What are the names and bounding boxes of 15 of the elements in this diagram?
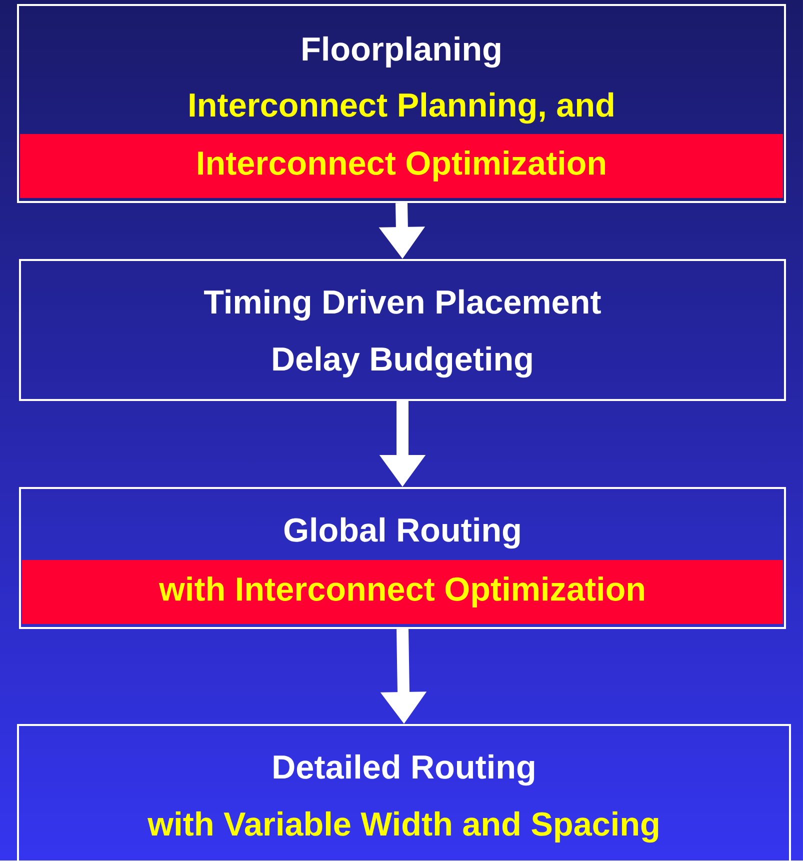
step-text: Floorplaning bbox=[302, 36, 500, 68]
step-text: Delay Budgeting bbox=[273, 346, 532, 378]
highlight-band bbox=[20, 134, 783, 198]
process-box bbox=[17, 724, 791, 861]
process-box bbox=[17, 4, 786, 203]
highlight-band bbox=[22, 560, 783, 624]
step-text: Global Routing bbox=[284, 517, 520, 549]
step-text: Interconnect Optimization bbox=[198, 150, 605, 182]
step-text: with Variable Width and Spacing bbox=[148, 811, 658, 843]
step-text: Interconnect Planning, and bbox=[190, 92, 614, 124]
step-text: Detailed Routing bbox=[274, 754, 534, 786]
process-box bbox=[19, 487, 786, 629]
process-box bbox=[19, 259, 786, 401]
step-text: with Interconnect Optimization bbox=[158, 576, 644, 608]
step-text: Timing Driven Placement bbox=[204, 289, 601, 321]
